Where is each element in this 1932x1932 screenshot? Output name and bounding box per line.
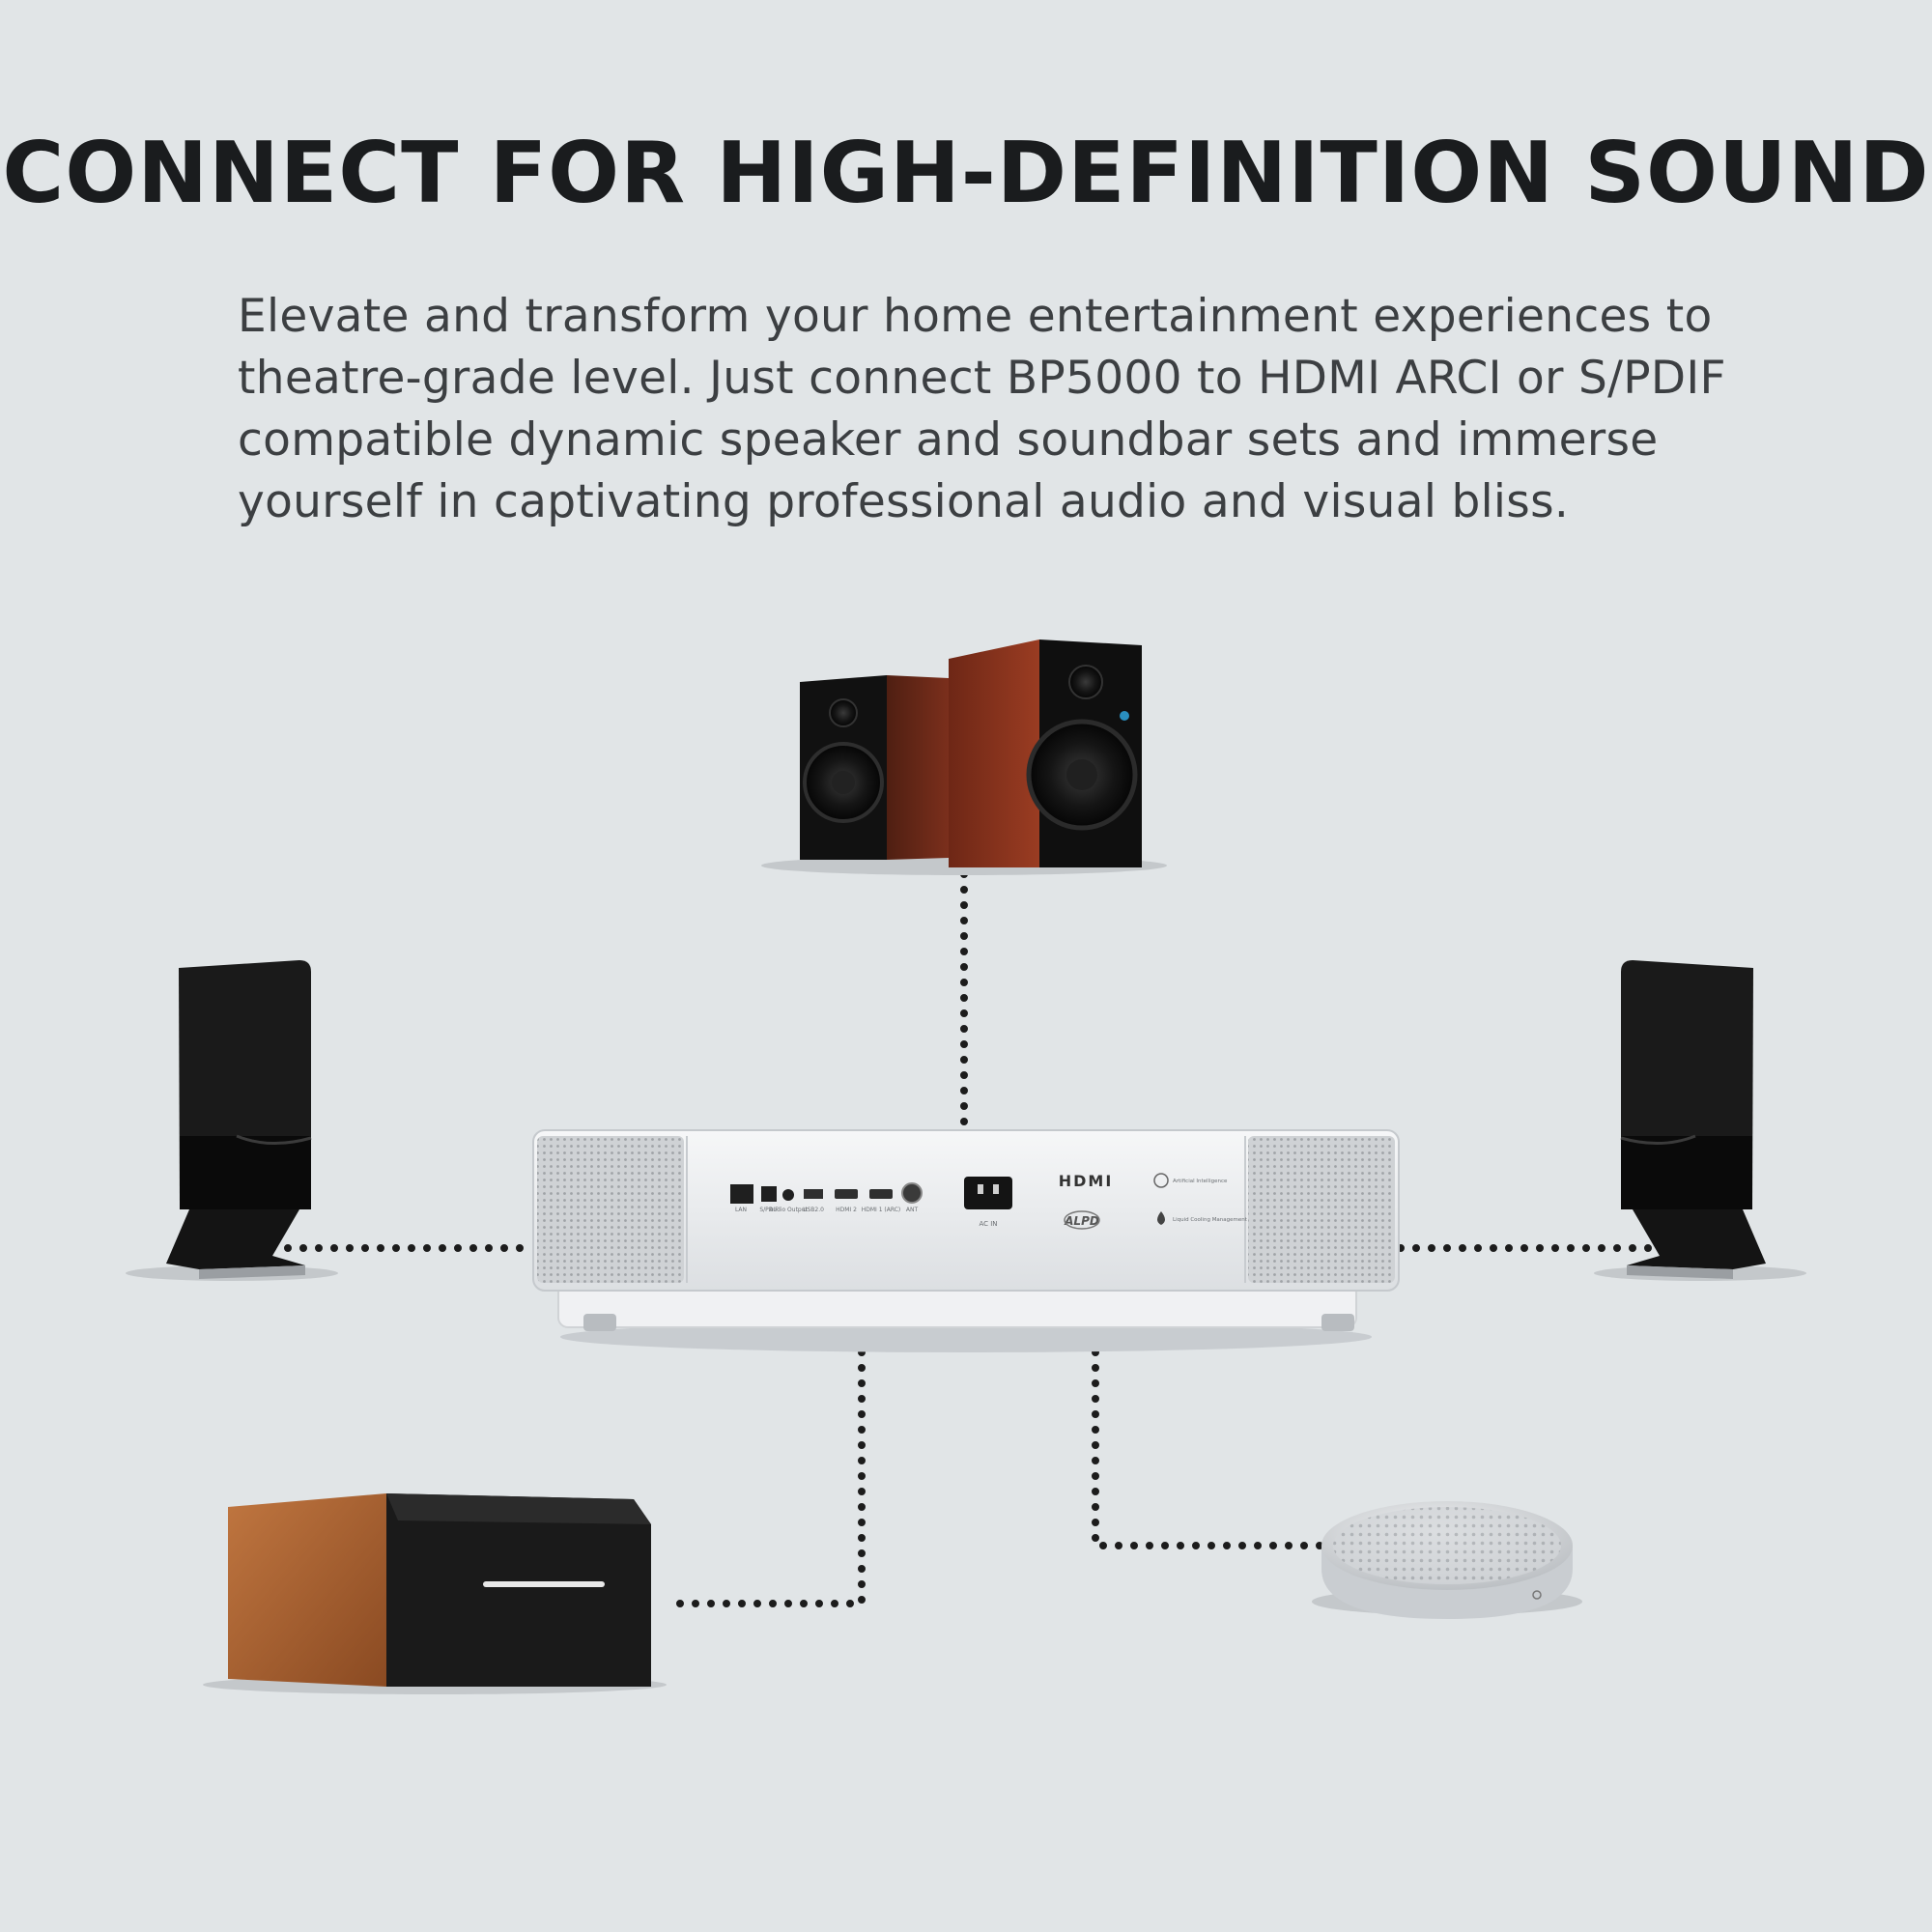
ac-power-icon — [964, 1177, 1012, 1209]
projector-icon: LAN S/PDIF Audio Output USB2.0 HDMI 2 HD… — [532, 1129, 1400, 1352]
feature-cooling-label: Liquid Cooling Management — [1173, 1217, 1248, 1223]
port-label-usb: USB2.0 — [803, 1207, 824, 1213]
bookshelf-speakers-icon — [761, 639, 1167, 875]
ai-feature-icon: Artificial Intelligence — [1153, 1173, 1228, 1188]
power-inlet: AC IN — [964, 1177, 1012, 1228]
liquid-cooling-icon: Liquid Cooling Management — [1157, 1211, 1248, 1225]
intro-paragraph: Elevate and transform your home entertai… — [238, 290, 1726, 528]
connection-lines — [269, 870, 1677, 1607]
port-label-hdmi1-arc: HDMI 1 (ARC) — [862, 1207, 901, 1213]
hdmi1-port-icon — [869, 1189, 893, 1199]
desktop-speaker-left-icon — [126, 960, 338, 1281]
desktop-speaker-right-icon — [1594, 960, 1806, 1281]
usb-port-icon — [804, 1189, 823, 1199]
port-label-ant: ANT — [906, 1207, 919, 1213]
line-to-round-speaker — [1092, 1349, 1327, 1549]
spdif-port-icon — [761, 1186, 777, 1202]
port-row: LAN S/PDIF Audio Output USB2.0 HDMI 2 HD… — [730, 1182, 923, 1213]
hdmi2-port-icon — [835, 1189, 858, 1199]
audio-output-port-icon — [782, 1189, 794, 1201]
port-label-hdmi2: HDMI 2 — [836, 1207, 857, 1213]
power-button-icon — [1532, 1590, 1542, 1600]
port-label-spdif: S/PDIF — [759, 1207, 779, 1213]
line-to-soundbar — [663, 1349, 866, 1607]
port-label-lan: LAN — [735, 1207, 747, 1213]
hdmi-logo: HDMI — [1059, 1172, 1114, 1190]
alpd-logo: ALPD — [1064, 1214, 1099, 1228]
port-label-audio-output: Audio Output — [769, 1207, 808, 1213]
ant-port-icon — [901, 1182, 923, 1204]
wood-soundbar-icon — [203, 1493, 667, 1694]
ac-in-label: AC IN — [979, 1220, 997, 1228]
lan-port-icon — [730, 1184, 753, 1204]
feature-ai-label: Artificial Intelligence — [1173, 1179, 1228, 1184]
headline: CONNECT FOR HIGH-DEFINITION SOUND — [2, 124, 1930, 222]
round-speaker-icon — [1312, 1501, 1582, 1619]
